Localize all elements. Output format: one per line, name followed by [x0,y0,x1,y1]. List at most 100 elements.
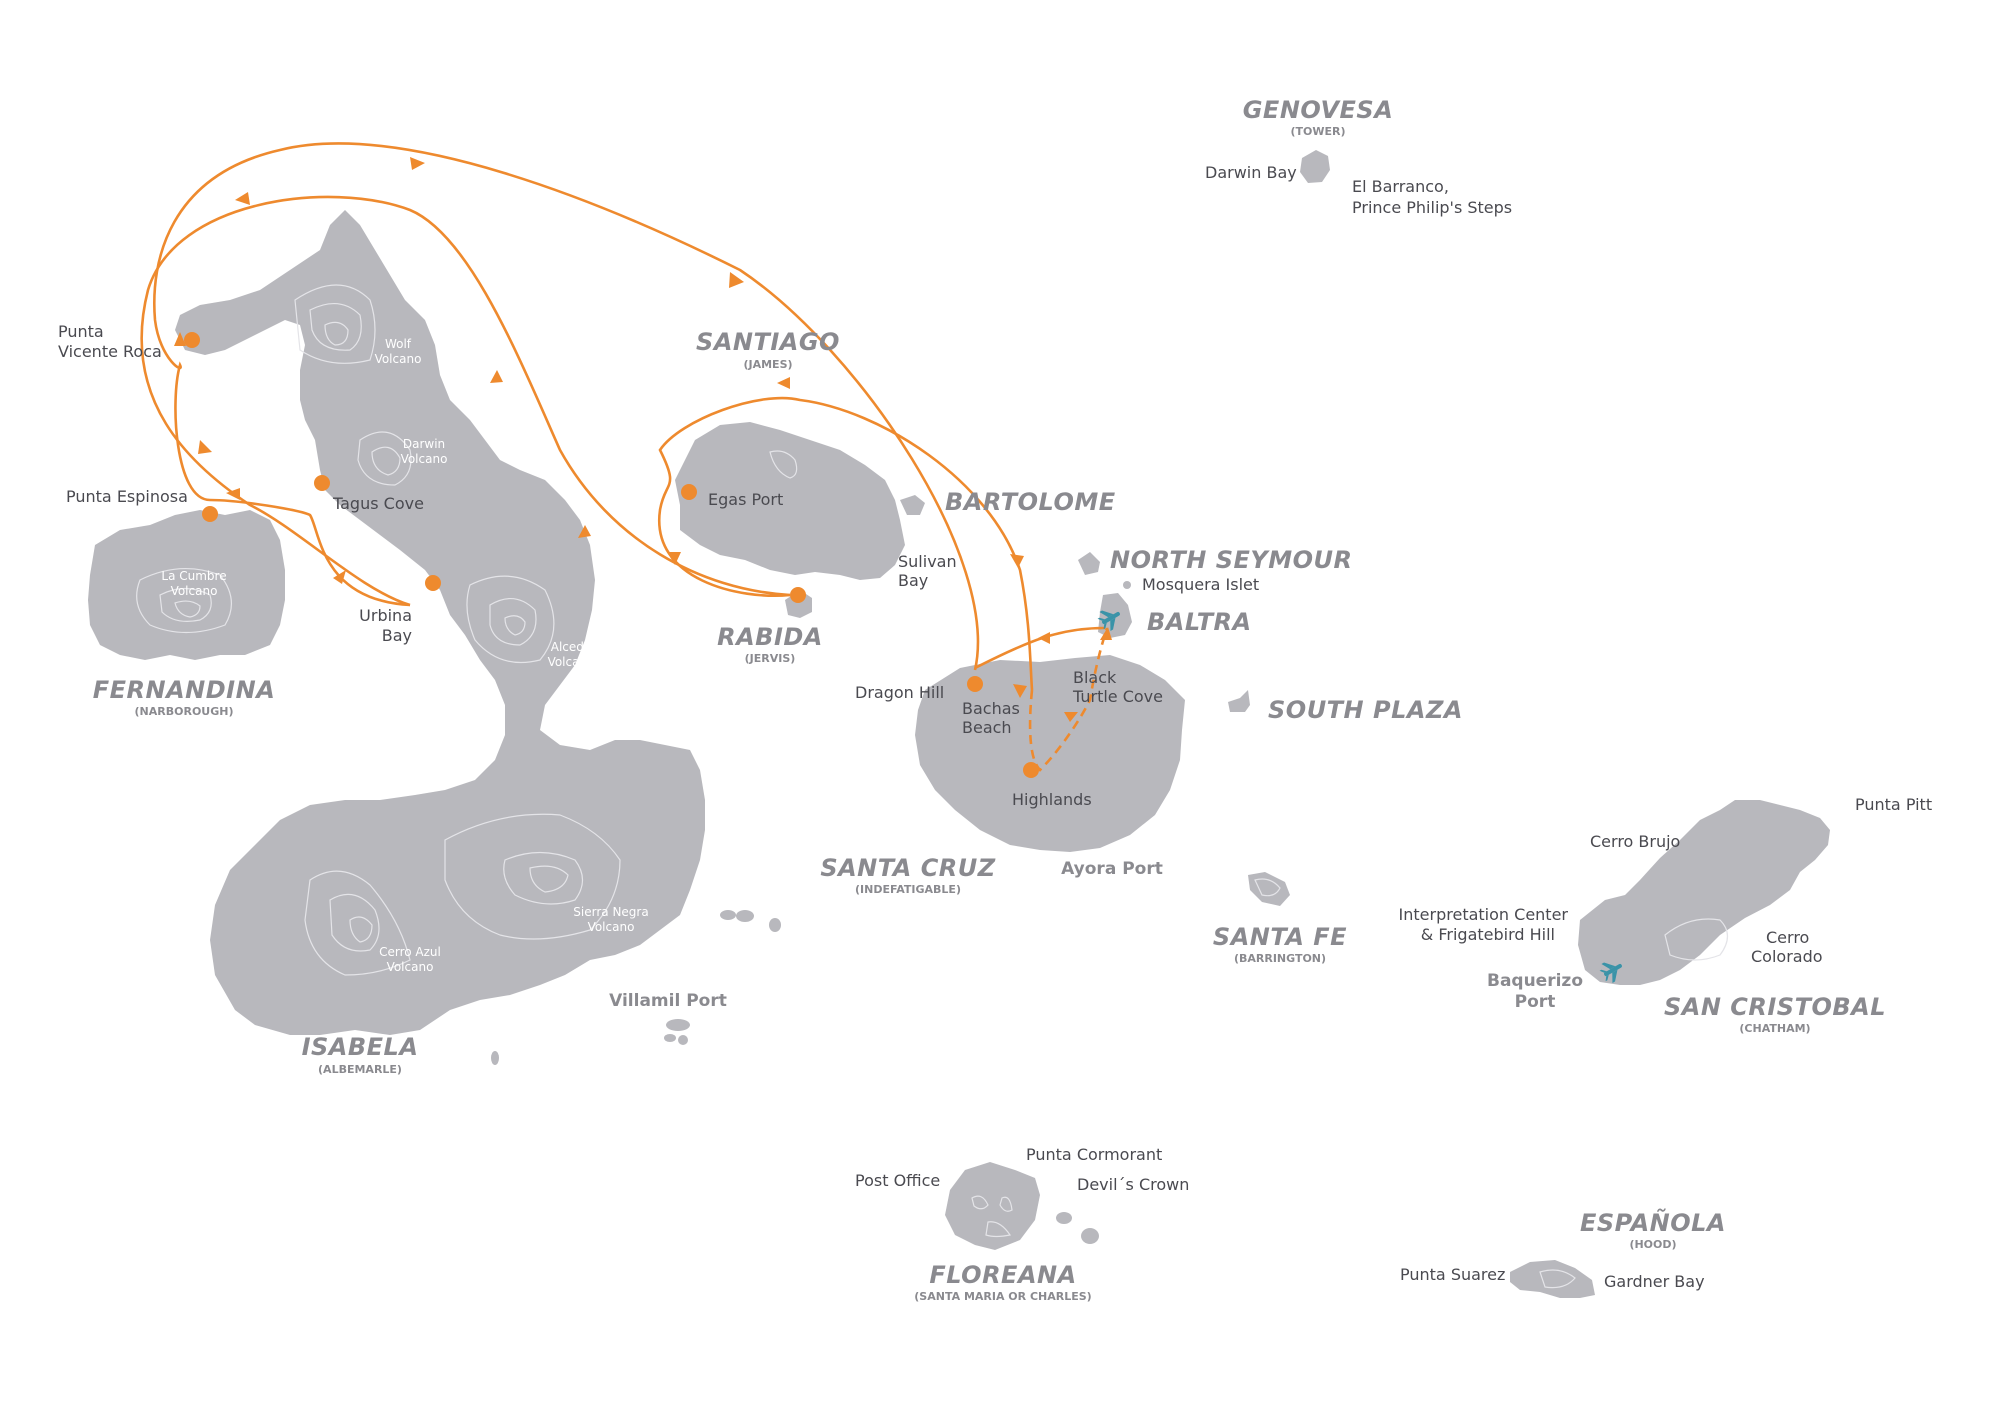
stop-marker-highlands[interactable] [1023,762,1039,778]
port-labels: Ayora Port Villamil Port Baquerizo Port [609,859,1583,1012]
islet [666,1019,690,1031]
site-gardner-bay: Gardner Bay [1604,1272,1705,1291]
island-alt-rabida: (JERVIS) [745,652,796,665]
island-alt-santiago: (JAMES) [743,358,792,371]
site-bachas-beach-2: Beach [962,718,1012,737]
arrow-icon [1064,712,1078,722]
volcano-cerro-azul-1: Cerro Azul [379,945,441,959]
island-name-genovesa: GENOVESA [1243,96,1394,124]
island-fernandina-shape [88,510,285,660]
stop-marker-egas-port[interactable] [681,484,697,500]
arrow-icon [226,488,240,500]
stop-marker-rabida[interactable] [790,587,806,603]
site-punta-vicente-roca-1: Punta [58,322,104,341]
site-punta-pitt: Punta Pitt [1855,795,1932,814]
volcano-alcedo-1: Alcedo [551,640,591,654]
site-sulivan-bay-1: Sulivan [898,552,957,571]
arrow-icon [729,272,744,288]
site-interpretation-center-1: Interpretation Center [1399,905,1569,924]
island-mosquera-shape [1123,581,1131,589]
island-alt-isabela: (ALBEMARLE) [318,1063,402,1076]
islet [491,1051,499,1065]
arrow-icon [777,377,790,389]
island-espanola-shape [1510,1260,1595,1298]
site-punta-cormorant: Punta Cormorant [1026,1145,1162,1164]
airport-san-cristobal[interactable] [1597,955,1627,985]
islands-layer [88,150,1830,1298]
island-isabela-shape [175,210,705,1035]
islet [736,910,754,922]
island-floreana-islet-2 [1081,1228,1099,1244]
arrow-icon [490,370,503,383]
site-sulivan-bay-2: Bay [898,571,928,590]
volcano-labels: Wolf Volcano Darwin Volcano La Cumbre Vo… [161,337,648,974]
volcano-wolf-1: Wolf [385,337,412,351]
arrow-icon [1010,554,1024,568]
site-black-turtle-cove-1: Black [1073,668,1117,687]
site-cerro-brujo: Cerro Brujo [1590,832,1680,851]
island-bartolome-shape [900,495,925,515]
site-urbina-bay-1: Urbina [359,606,412,625]
site-urbina-bay-2: Bay [382,626,412,645]
island-alt-genovesa: (TOWER) [1290,125,1345,138]
island-name-isabela: ISABELA [302,1033,419,1061]
route-path [657,396,1034,691]
site-devils-crown: Devil´s Crown [1077,1175,1189,1194]
site-labels: Darwin Bay El Barranco, Prince Philip's … [58,163,1932,1291]
volcano-sierra-negra-2: Volcano [588,920,635,934]
island-name-baltra: BALTRA [1147,608,1252,636]
route-path [153,142,980,671]
arrow-icon [198,440,212,454]
stop-marker-punta-espinosa[interactable] [202,506,218,522]
route-arrows [174,157,1112,722]
island-alt-fernandina: (NARBOROUGH) [135,705,234,718]
island-genovesa-shape [1300,150,1330,183]
stop-marker-punta-vicente-roca[interactable] [184,332,200,348]
island-south-plaza-shape [1228,690,1250,712]
island-floreana-islet-1 [1056,1212,1072,1224]
stop-marker-bachas-beach[interactable] [967,676,983,692]
islet [769,918,781,932]
site-post-office: Post Office [855,1171,940,1190]
island-alt-san-cristobal: (CHATHAM) [1739,1022,1810,1035]
island-name-north-seymour: NORTH SEYMOUR [1110,546,1353,574]
arrow-icon [235,192,250,205]
site-interpretation-center-2: & Frigatebird Hill [1421,925,1555,944]
island-santiago-shape [675,422,905,580]
arrow-icon [174,332,186,346]
island-alt-santa-cruz: (INDEFATIGABLE) [855,883,961,896]
island-name-santa-fe: SANTA FE [1213,923,1347,951]
island-san-cristobal-shape [1578,800,1830,985]
volcano-alcedo-2: Volcano [548,655,595,669]
site-bachas-beach-1: Bachas [962,699,1020,718]
arrow-icon [1100,627,1112,640]
volcano-wolf-2: Volcano [375,352,422,366]
island-name-rabida: RABIDA [717,623,823,651]
arrow-icon [410,157,425,170]
islet [720,910,736,920]
island-santa-cruz-shape [915,655,1185,852]
site-cerro-colorado-1: Cerro [1766,928,1809,947]
stop-marker-tagus-cove[interactable] [314,475,330,491]
port-ayora: Ayora Port [1061,859,1163,879]
port-baquerizo-1: Baquerizo [1487,971,1583,991]
island-name-floreana: FLOREANA [929,1261,1076,1289]
site-highlands: Highlands [1012,790,1092,809]
port-baquerizo-2: Port [1515,992,1556,1012]
volcano-la-cumbre-2: Volcano [171,584,218,598]
site-el-barranco: El Barranco, [1352,177,1449,196]
island-name-bartolome: BARTOLOME [945,488,1116,516]
island-alt-santa-fe: (BARRINGTON) [1234,952,1326,965]
site-dragon-hill: Dragon Hill [855,683,944,702]
stop-marker-urbina-bay[interactable] [425,575,441,591]
arrow-icon [1013,684,1027,698]
airport-baltra[interactable] [1095,603,1125,633]
volcano-la-cumbre-1: La Cumbre [161,569,226,583]
site-punta-vicente-roca-2: Vicente Roca [58,342,162,361]
islet [678,1035,688,1045]
island-labels: GENOVESA (TOWER) SANTIAGO (JAMES) BARTOL… [93,96,1886,1303]
arrow-icon [1038,632,1050,644]
island-north-seymour-shape [1078,552,1100,575]
island-name-espanola: ESPAÑOLA [1580,1208,1726,1237]
